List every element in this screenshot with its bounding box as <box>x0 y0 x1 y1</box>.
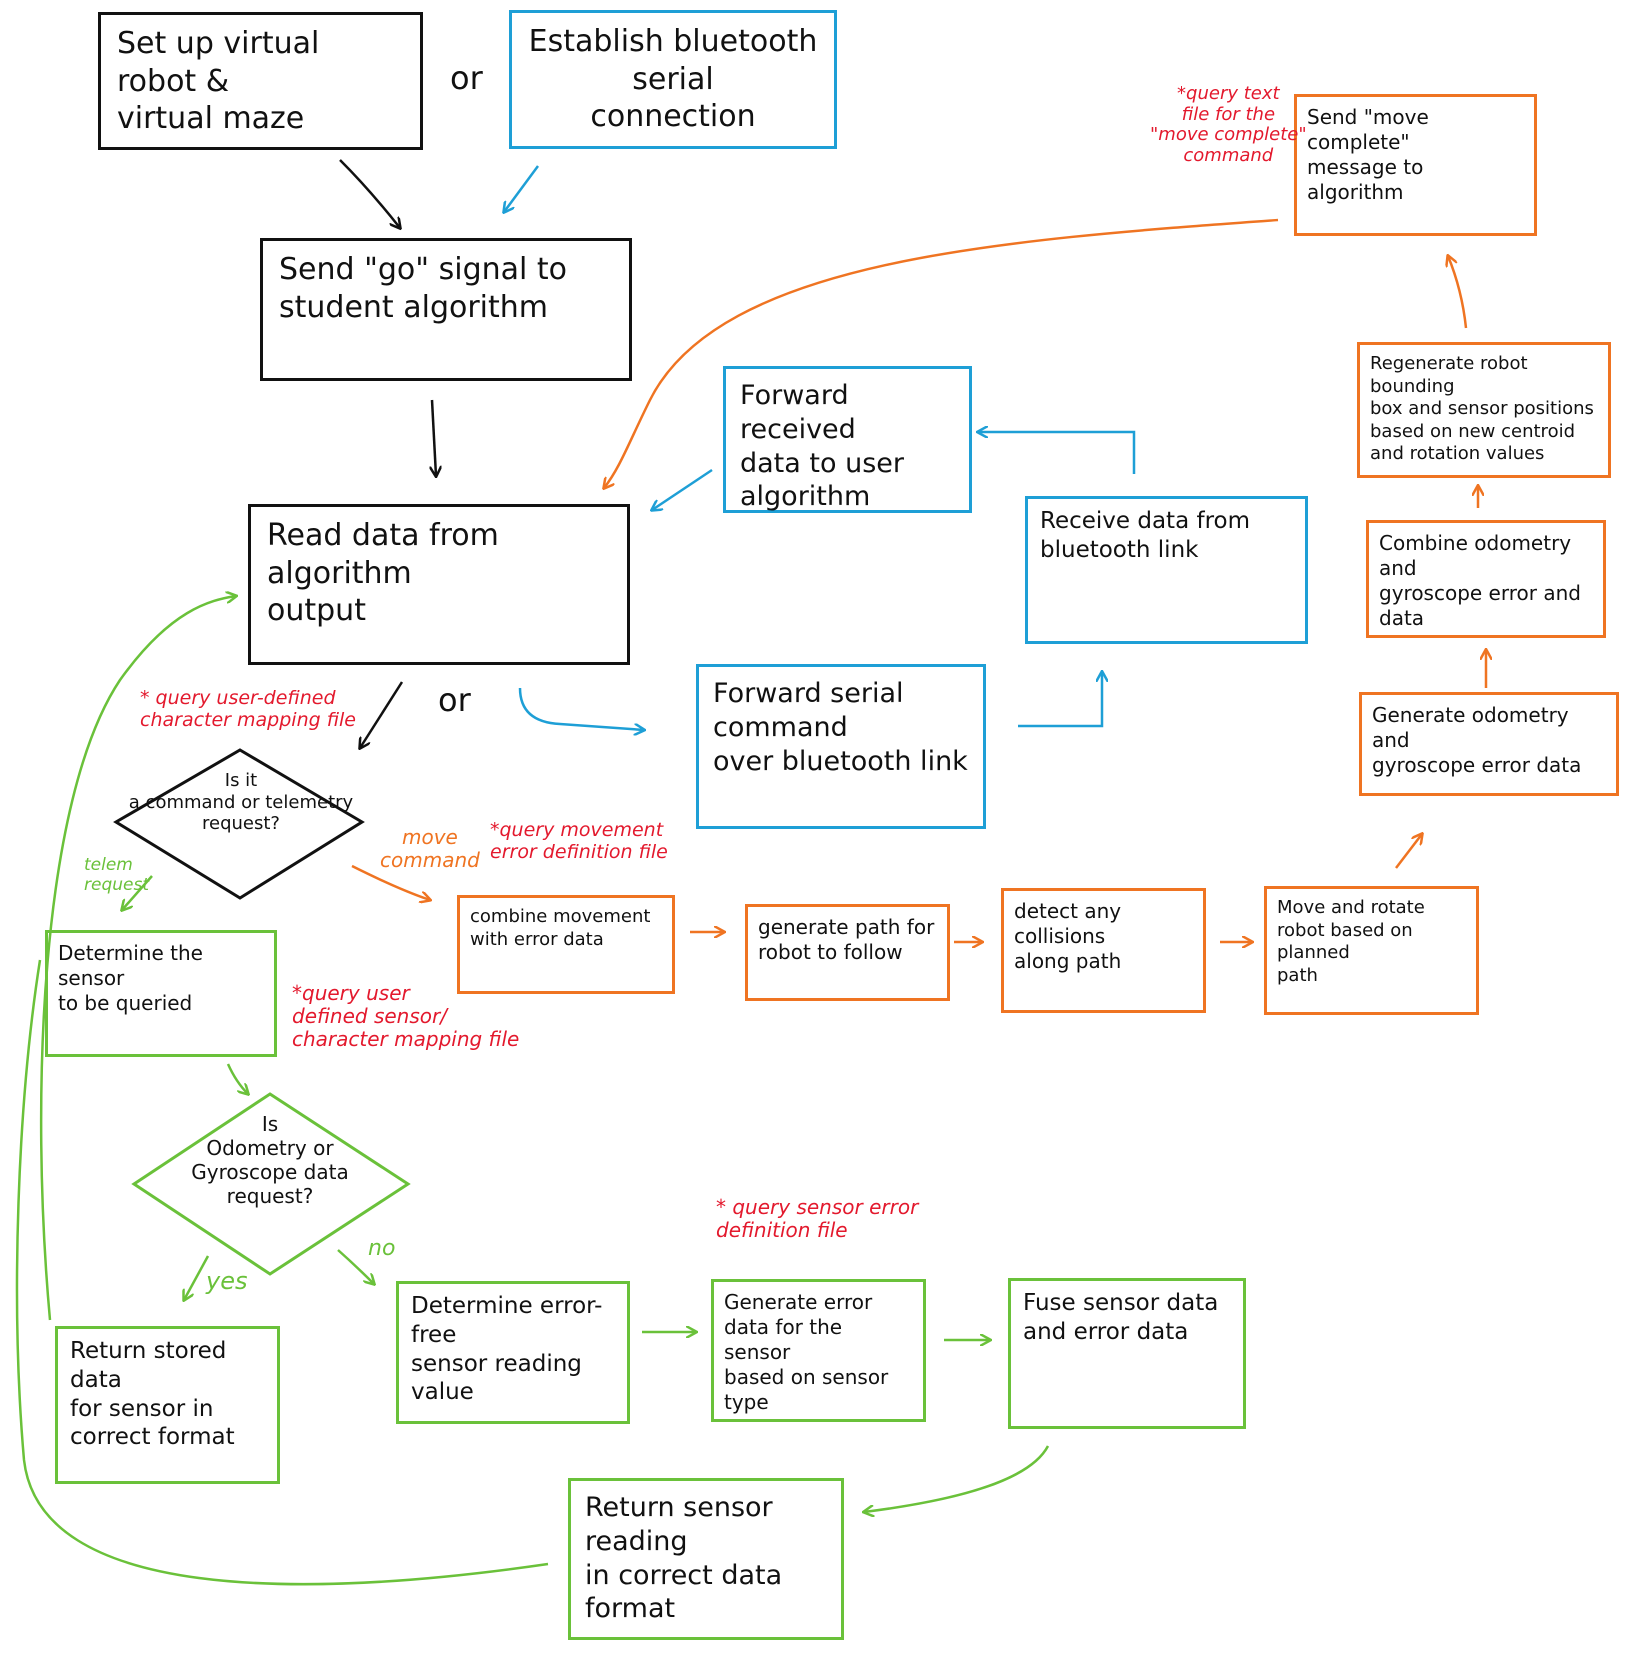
arrow-yes-to-return-stored <box>184 1255 210 1300</box>
box-return-sensor-reading: Return sensor reading in correct data fo… <box>568 1478 844 1640</box>
arrow-return-stored-to-read <box>39 596 236 1321</box>
arrow-receive-to-forward-received <box>978 432 1136 474</box>
decision-diamond-odometry <box>131 1092 411 1276</box>
label-no: no <box>368 1236 396 1261</box>
label-yes: yes <box>206 1267 248 1295</box>
label-move-command: move command <box>380 825 480 872</box>
note-query-movement-error: *query movement error definition file <box>490 819 668 863</box>
label-or-top: or <box>450 59 483 97</box>
arrow-bt-to-go <box>504 165 540 212</box>
decision-diamond-command <box>113 748 365 900</box>
box-return-stored: Return stored data for sensor in correct… <box>55 1326 280 1484</box>
box-determine-error-free: Determine error-free sensor reading valu… <box>396 1281 630 1424</box>
arrow-determine-sensor-to-odometry-decision <box>226 1063 248 1094</box>
arrow-fuse-to-return-sensor <box>864 1445 1050 1512</box>
box-generate-error: Generate error data for the sensor based… <box>711 1279 926 1422</box>
box-receive-bluetooth: Receive data from bluetooth link <box>1025 496 1308 644</box>
arrow-move-to-generate-odometry <box>1395 834 1422 869</box>
decision-text-odometry: Is Odometry or Gyroscope data request? <box>191 1112 349 1208</box>
label-or-mid: or <box>438 681 471 719</box>
box-generate-path: generate path for robot to follow <box>745 904 950 1001</box>
note-query-sensor-mapping: *query user defined sensor/ character ma… <box>292 981 520 1051</box>
box-forward-serial: Forward serial command over bluetooth li… <box>696 664 986 829</box>
label-telem-request: telem request <box>84 855 149 895</box>
decision-text-command: Is it a command or telemetry request? <box>128 770 354 835</box>
arrow-decision-to-combine-movement <box>351 864 430 900</box>
arrow-forward-received-to-read <box>652 468 713 510</box>
arrow-read-to-forward-serial <box>518 687 644 730</box>
box-establish-bluetooth: Establish bluetooth serial connection <box>509 10 837 149</box>
arrow-no-to-error-free <box>337 1249 374 1284</box>
box-combine-odometry: Combine odometry and gyroscope error and… <box>1366 520 1606 638</box>
box-forward-received: Forward received data to user algorithm <box>723 366 972 513</box>
arrow-setup-to-go <box>339 159 400 228</box>
box-send-go: Send "go" signal to student algorithm <box>260 238 632 381</box>
note-query-character-mapping: * query user-defined character mapping f… <box>140 687 356 731</box>
box-determine-sensor: Determine the sensor to be queried <box>45 930 277 1057</box>
arrow-read-to-decision <box>360 681 404 748</box>
arrow-go-to-read <box>432 399 436 476</box>
arrow-decision-to-determine-sensor <box>122 875 153 910</box>
arrow-return-sensor-to-read-loop <box>15 959 549 1586</box>
arrow-move-complete-to-read <box>604 218 1279 488</box>
box-detect-collisions: detect any collisions along path <box>1001 888 1206 1013</box>
box-generate-odometry: Generate odometry and gyroscope error da… <box>1359 692 1619 796</box>
box-fuse-sensor: Fuse sensor data and error data <box>1008 1278 1246 1429</box>
note-query-text-file: *query text file for the "move complete"… <box>1150 83 1307 167</box>
box-move-rotate: Move and rotate robot based on planned p… <box>1264 886 1479 1015</box>
arrow-regenerate-to-move-complete <box>1448 256 1468 329</box>
box-setup-virtual: Set up virtual robot & virtual maze <box>98 12 423 150</box>
box-regenerate-bounding-box: Regenerate robot bounding box and sensor… <box>1357 342 1611 478</box>
box-read-data: Read data from algorithm output <box>248 504 630 665</box>
note-query-sensor-error: * query sensor error definition file <box>716 1195 919 1242</box>
arrow-forward-serial-to-receive <box>1018 672 1102 728</box>
box-combine-movement: combine movement with error data <box>457 895 675 994</box>
box-send-move-complete: Send "move complete" message to algorith… <box>1294 94 1537 236</box>
